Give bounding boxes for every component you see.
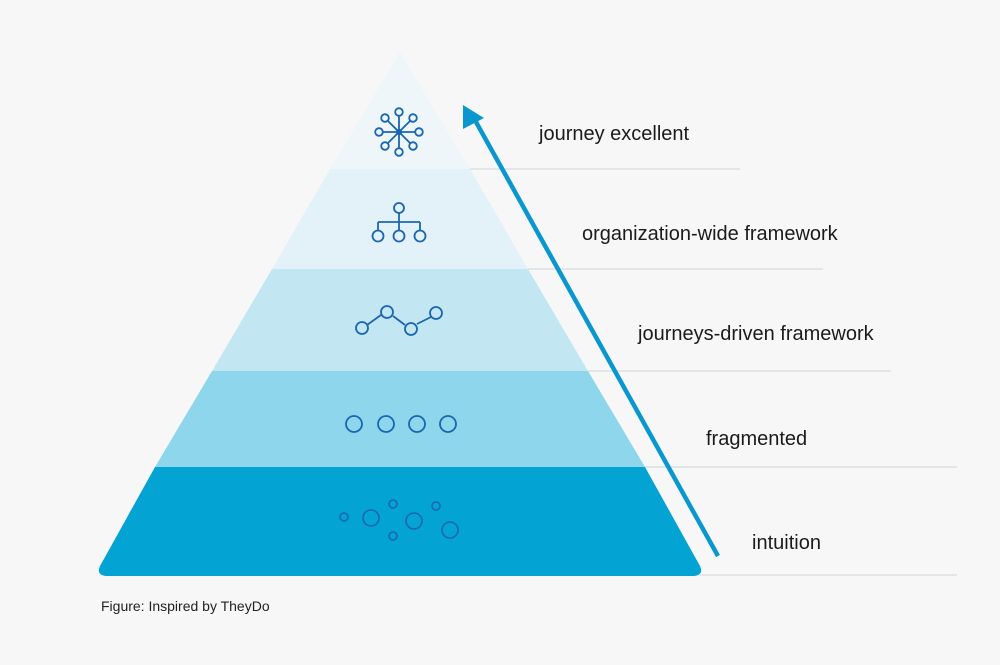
growth-arrow [463, 105, 720, 558]
pyramid-level-2 [272, 169, 528, 269]
level-label-organization-wide-framework: organization-wide framework [582, 223, 838, 245]
scattered-bubbles-icon [339, 499, 459, 541]
arrow-head-icon [463, 105, 484, 129]
level-label-fragmented: fragmented [706, 428, 808, 450]
figure-caption: Figure: Inspired by TheyDo [101, 598, 270, 614]
level-label-journey-excellent: journey excellent [539, 123, 690, 145]
network-hub-icon [374, 107, 424, 157]
separate-circles-icon [345, 415, 457, 433]
hierarchy-icon [371, 202, 427, 243]
connected-path-icon [355, 305, 443, 336]
pyramid-level-3 [212, 269, 588, 371]
level-label-intuition: intuition [752, 532, 821, 554]
level-label-journeys-driven-framework: journeys-driven framework [638, 323, 874, 345]
pyramid-level-5 [98, 467, 702, 576]
arrow-shaft [474, 120, 720, 558]
pyramid-level-4 [155, 371, 645, 467]
pyramid-level-1 [330, 52, 470, 169]
